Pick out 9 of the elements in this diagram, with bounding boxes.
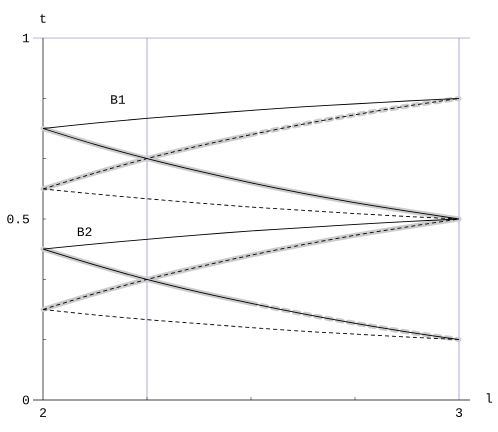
tick-label: 0 [22, 396, 29, 404]
axis-label: l [486, 393, 492, 403]
axis-label: t [40, 14, 46, 23]
tick-label: 2 [40, 408, 46, 417]
curve-label: B1 [111, 95, 126, 104]
tick-label: 3 [456, 408, 462, 417]
curve-label: B2 [78, 227, 92, 236]
tick-label: 0.5 [7, 214, 29, 224]
tick-label: 1 [22, 34, 30, 42]
